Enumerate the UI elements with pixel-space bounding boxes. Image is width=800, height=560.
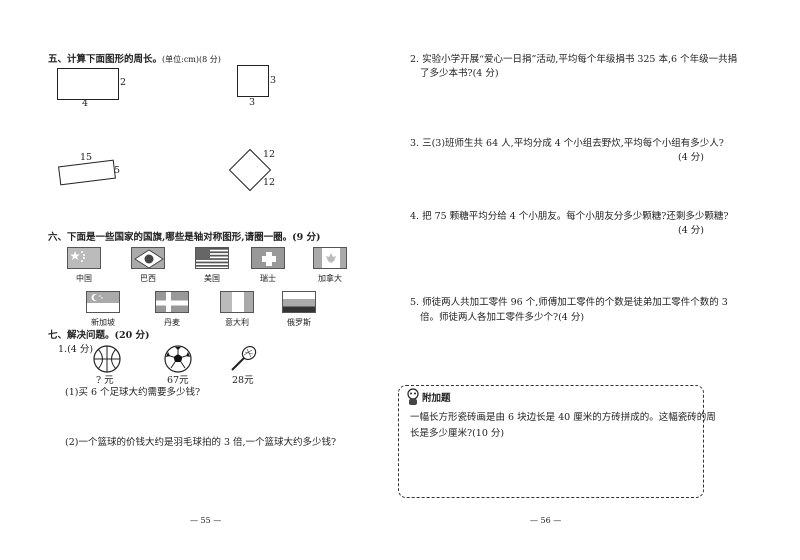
badminton-racket-icon bbox=[231, 345, 257, 371]
tilted-rectangle-width-label: 5 bbox=[114, 165, 121, 176]
basketball-price: ? 元 bbox=[96, 375, 114, 386]
flag-switzerland[interactable] bbox=[251, 247, 285, 269]
square-side-label: 3 bbox=[270, 75, 277, 86]
flag-label-usa: 美国 bbox=[204, 274, 220, 283]
question1-sub2: (2)一个篮球的价钱大约是羽毛球拍的 3 倍,一个篮球大约多少钱? bbox=[65, 437, 337, 448]
basketball-icon bbox=[93, 345, 121, 373]
racket-price: 28元 bbox=[232, 375, 254, 386]
soccer-ball-price: 67元 bbox=[167, 375, 189, 386]
rectangle-width-label: 2 bbox=[120, 77, 127, 88]
rhombus-side-label-bottom: 12 bbox=[263, 177, 276, 188]
nordic-cross-icon bbox=[156, 292, 188, 312]
tilted-rectangle-length-label: 15 bbox=[80, 152, 93, 163]
question1-label: 1.(4 分) bbox=[58, 344, 94, 355]
q5-line2: 倍。师徒两人各加工零件多少个?(4 分) bbox=[420, 312, 585, 323]
flag-russia[interactable] bbox=[282, 291, 316, 313]
flag-label-russia: 俄罗斯 bbox=[287, 318, 311, 327]
flag-brazil[interactable] bbox=[131, 247, 165, 269]
crescent-icon bbox=[87, 292, 119, 303]
flag-canada[interactable] bbox=[313, 247, 347, 269]
q2-line1: 2. 实验小学开展“爱心一日捐”活动,平均每个年级捐书 325 本,6 个年级一… bbox=[410, 54, 738, 65]
rectangle-length-label: 4 bbox=[82, 98, 89, 109]
maple-leaf-icon bbox=[314, 248, 346, 268]
flag-label-switzerland: 瑞士 bbox=[260, 274, 276, 283]
tricolor-vertical-icon bbox=[221, 292, 253, 312]
flag-singapore[interactable] bbox=[86, 291, 120, 313]
q3-line1: 3. 三(3)班师生共 64 人,平均分成 4 个小组去野炊,平均每个小组有多少… bbox=[410, 138, 724, 149]
section5-heading: 五、计算下面图形的周长。(单位:cm)(8 分) bbox=[48, 53, 221, 67]
flag-italy[interactable] bbox=[220, 291, 254, 313]
rectangle-figure bbox=[57, 68, 119, 100]
flag-usa[interactable] bbox=[195, 247, 229, 269]
q3-score: (4 分) bbox=[678, 152, 704, 163]
section5-title: 五、计算下面图形的周长。 bbox=[48, 54, 163, 65]
flag-label-china: 中国 bbox=[76, 274, 92, 283]
bonus-box bbox=[398, 385, 704, 498]
q4-score: (4 分) bbox=[678, 225, 704, 236]
section5-note: (单位:cm)(8 分) bbox=[162, 55, 221, 64]
bonus-line2: 长是多少厘米?(10 分) bbox=[410, 428, 505, 439]
tricolor-horizontal-icon bbox=[283, 299, 315, 312]
section7-title: 七、解决问题。(20 分) bbox=[48, 330, 150, 341]
diamond-icon bbox=[134, 249, 164, 268]
star-icon bbox=[70, 251, 85, 262]
cross-icon bbox=[262, 252, 276, 266]
flag-label-canada: 加拿大 bbox=[318, 274, 342, 283]
page-number-right: — 56 — bbox=[530, 516, 562, 525]
q5-line1: 5. 师徒两人共加工零件 96 个,师傅加工零件的个数是徒弟加工零件个数的 3 bbox=[410, 297, 728, 308]
page-number-left: — 55 — bbox=[190, 516, 222, 525]
rhombus-side-label-top: 12 bbox=[263, 149, 276, 160]
question1-sub1: (1)买 6 个足球大约需要多少钱? bbox=[65, 387, 201, 398]
flag-denmark[interactable] bbox=[155, 291, 189, 313]
section6-title: 六、下面是一些国家的国旗,哪些是轴对称图形,请圈一圈。(9 分) bbox=[48, 232, 321, 243]
stripes-icon bbox=[196, 248, 228, 268]
bonus-line1: 一幅长方形瓷砖画是由 6 块边长是 40 厘米的方砖拼成的。这幅瓷砖的周 bbox=[410, 412, 716, 423]
q2-line2: 了多少本书?(4 分) bbox=[420, 68, 499, 79]
soccer-ball-icon bbox=[164, 345, 192, 373]
flag-label-italy: 意大利 bbox=[225, 318, 249, 327]
square-bottom-label: 3 bbox=[249, 97, 256, 108]
flag-label-brazil: 巴西 bbox=[140, 274, 156, 283]
flag-label-denmark: 丹麦 bbox=[164, 318, 180, 327]
flag-china[interactable] bbox=[67, 247, 101, 269]
bonus-title: 附加题 bbox=[422, 393, 451, 404]
square-figure bbox=[237, 65, 269, 97]
flag-label-singapore: 新加坡 bbox=[91, 318, 115, 327]
mascot-icon bbox=[407, 388, 419, 405]
q4-line1: 4. 把 75 颗糖平均分给 4 个小朋友。每个小朋友分多少颗糖?还剩多少颗糖? bbox=[410, 211, 729, 222]
